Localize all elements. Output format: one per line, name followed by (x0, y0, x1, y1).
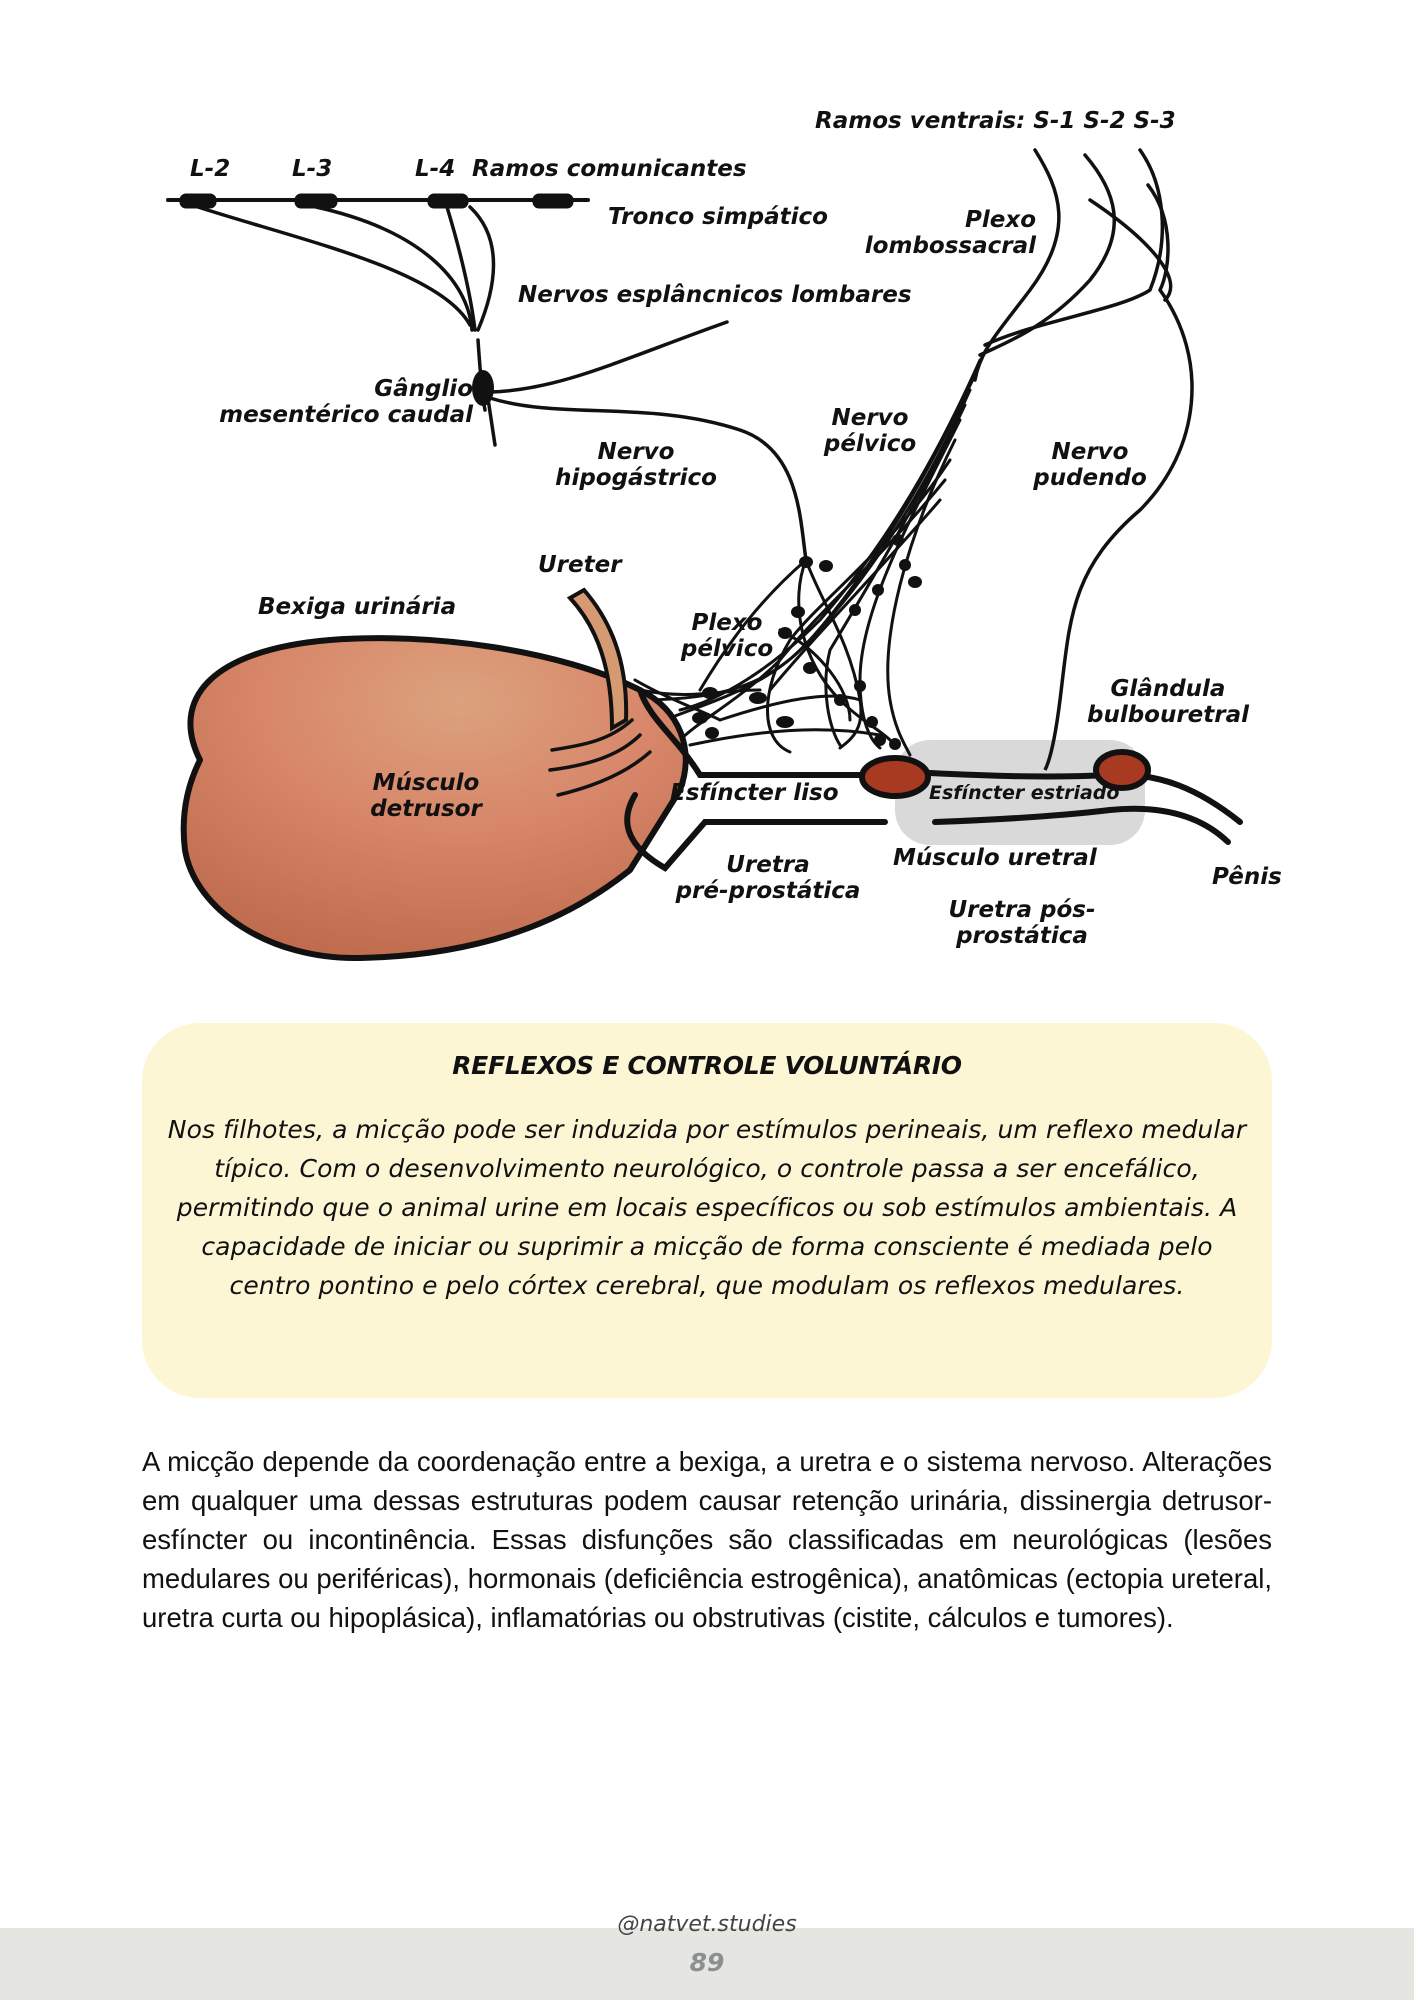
smooth-sphincter (859, 755, 931, 799)
pudendal-nerve (1043, 288, 1194, 771)
label-penis: Pênis (1212, 864, 1282, 890)
callout-box: REFLEXOS E CONTROLE VOLUNTÁRIO Nos filho… (142, 1023, 1272, 1398)
label-l2: L-2 (190, 156, 231, 182)
sacral-ventral-branches (973, 148, 1173, 382)
bladder-body (180, 635, 689, 962)
urinary-innervation-diagram: Ramos ventrais: S-1 S-2 S-3 L-2 L-3 L-4 … (0, 0, 1414, 980)
label-nervo-pelvico: Nervo pélvico (823, 405, 917, 457)
label-uretra-pos-prostatica: Uretra pós- prostática (948, 897, 1096, 949)
label-plexo-pelvico: Plexo pélvico (680, 610, 774, 662)
label-nervo-pudendo: Nervo pudendo (1033, 439, 1147, 491)
label-l4: L-4 (415, 156, 456, 182)
sympathetic-trunk (166, 193, 590, 209)
label-glandula-bulbouretral: Glândula bulbouretral (1086, 676, 1250, 728)
callout-text: Nos filhotes, a micção pode ser induzida… (167, 1115, 1247, 1300)
lumbar-splanchnic-nerves (196, 205, 729, 447)
label-nervos-esplancnicos: Nervos esplâncnicos lombares (518, 282, 912, 308)
callout-title: REFLEXOS E CONTROLE VOLUNTÁRIO (452, 1051, 962, 1080)
bulbourethral-gland (1093, 749, 1151, 791)
pelvic-plexus-ganglia (692, 534, 922, 750)
bladder-fibres (548, 718, 652, 797)
label-ganglio-mesenterico: Gânglio mesentérico caudal (219, 376, 473, 428)
footer-handle: @natvet.studies (617, 1912, 797, 1937)
label-esfincter-estriado: Esfíncter estriado (929, 782, 1120, 804)
label-bexiga-urinaria: Bexiga urinária (258, 594, 457, 620)
body-paragraph: A micção depende da coordenação entre a … (142, 1446, 1272, 1633)
label-l3: L-3 (292, 156, 333, 182)
label-musculo-uretral: Músculo uretral (893, 845, 1097, 871)
label-ureter: Ureter (538, 552, 622, 578)
label-nervo-hipogastrico: Nervo hipogástrico (555, 439, 717, 491)
label-ramos-comunicantes: Ramos comunicantes (472, 156, 747, 182)
ureter-tube (566, 587, 629, 732)
caudal-mesenteric-ganglion (472, 370, 494, 406)
label-tronco-simpatico: Tronco simpático (608, 204, 828, 230)
hypogastric-nerve (489, 396, 808, 561)
label-uretra-pre-prostatica: Uretra pré-prostática (675, 852, 861, 904)
label-musculo-detrusor: Músculo detrusor (370, 770, 482, 822)
page-number: 89 (689, 1948, 725, 1977)
label-plexo-lombossacral: Plexo lombossacral (864, 207, 1036, 259)
label-esfincter-liso: Esfíncter liso (670, 780, 839, 806)
label-ramos-ventrais: Ramos ventrais: S-1 S-2 S-3 (815, 108, 1176, 134)
page-footer-band (0, 1928, 1414, 2000)
diagram-artwork (166, 148, 1243, 962)
